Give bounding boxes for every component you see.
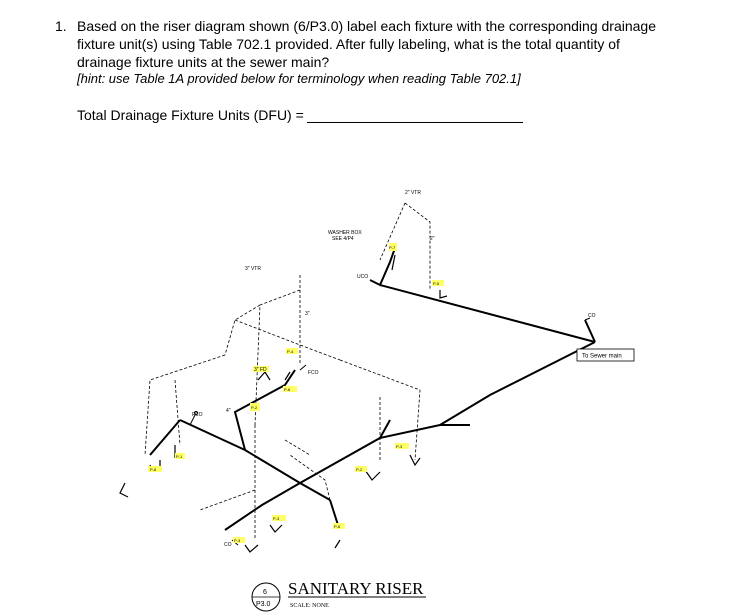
fixture-tag-p2b: P-2 [356,467,363,472]
fixture-tag-p3b: P-3 [273,516,280,521]
detail-number: 6 [263,589,267,596]
scale-label: SCALE: NONE [290,603,329,609]
uco-label: UCO [357,274,368,280]
sheet-number: P3.0 [256,601,271,608]
main-drain [149,279,596,531]
floor-drain-label: 3" FD [254,367,267,373]
fixture-tag-p5: P-5 [433,281,440,286]
pipe-size-3: 3" [305,311,310,317]
washer-box-label: WASHER BOX [328,230,362,236]
fixture-tags: P-8 P-1 P-2 3" FD P-4 P-6 P-7 P-5 P-3 P-… [148,243,444,543]
fixture-tag-p1: P-1 [176,454,183,459]
answer-label: Total Drainage Fixture Units (DFU) = [77,107,304,123]
fixture-tag-p4: P-4 [287,349,294,354]
co-right-label: CO [588,313,596,319]
title-block: 6 P3.0 SANITARY RISER SCALE: NONE [251,579,426,612]
washer-box-ref: SEE 4/P4 [332,236,354,242]
riser-title: SANITARY RISER [288,579,424,598]
pipe-size-2: 2" [430,236,435,242]
fixture-tag-p6b: P-6 [334,524,341,529]
question-number: 1. [55,18,67,34]
sewer-callout-box [576,348,635,362]
vtr-left-label: 3" VTR [245,266,261,272]
p-traps [119,254,448,553]
fixture-tag-p3c: P-3 [234,538,241,543]
co-bottom-label: CO [224,542,232,548]
fixture-tag-p3: P-3 [396,444,403,449]
fixture-tag-p7: P-7 [389,245,396,250]
pipe-size-4: 4" [226,408,231,414]
sewer-callout-text: To Sewer main [582,354,622,360]
answer-field[interactable]: Total Drainage Fixture Units (DFU) = [77,107,523,123]
fco-left-label: FCO [192,412,203,418]
cleanouts [189,317,591,546]
vtr-top-label: 2" VTR [405,190,421,196]
pipe-labels: 2" VTR 3" VTR WASHER BOX SEE 4/P4 UCO FC… [192,190,596,548]
vent-lines [144,202,431,540]
fixture-tag-p8: P-8 [150,467,157,472]
upper-branch [379,247,396,286]
fixture-tag-p6: P-6 [284,387,291,392]
question-text: Based on the riser diagram shown (6/P3.0… [77,18,656,70]
fixture-tag-p2: P-2 [251,405,258,410]
fco-mid-label: FCO [308,370,319,376]
question-hint: [hint: use Table 1A provided below for t… [77,71,521,86]
answer-blank-line[interactable] [306,108,523,123]
